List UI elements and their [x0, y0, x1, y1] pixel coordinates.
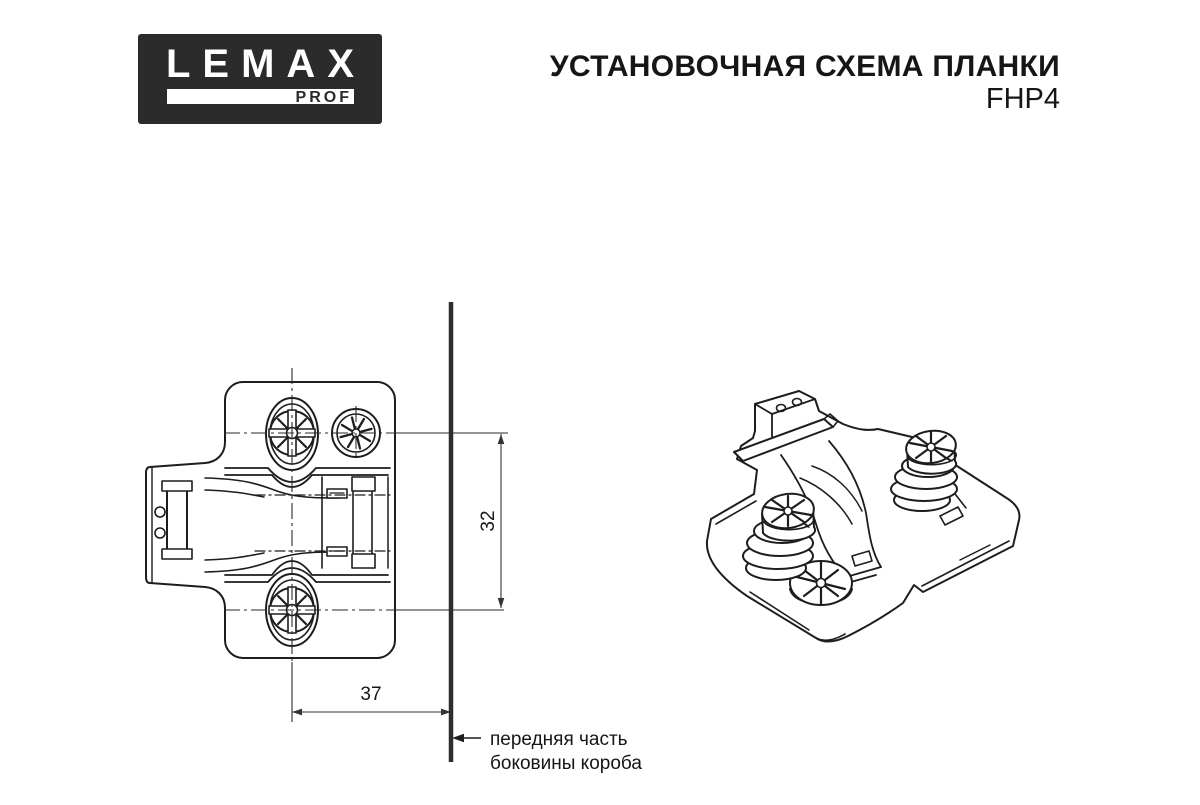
slot-centerlines: [254, 494, 391, 552]
logo-brand-text: LEMAX: [166, 42, 366, 86]
lemax-logo: LEMAX PROF: [138, 34, 382, 124]
logo-prof-bar: PROF: [167, 89, 354, 106]
dimension-32: 32: [478, 434, 505, 608]
front-side-leader: передняя часть боковины короба: [452, 729, 642, 774]
logo-prof-text: PROF: [295, 89, 352, 106]
iso-right-euro-screw: [890, 429, 967, 512]
bracket-plate: [166, 483, 188, 557]
dimension-arrow: [441, 708, 451, 716]
bracket-hole: [154, 506, 166, 518]
left-bracket: [151, 466, 193, 584]
leader-label-line2: боковины короба: [490, 753, 642, 774]
iso-plate-thickness-lines: [715, 500, 1010, 642]
plate-outline: [145, 381, 396, 659]
iso-wing-slot: [939, 506, 964, 526]
leader-label-line1: передняя часть: [490, 729, 628, 750]
iso-channel-clip: [851, 550, 873, 567]
dimension-arrow: [292, 708, 302, 716]
model-label: FHP4: [985, 83, 1060, 115]
dimension-arrow: [497, 434, 505, 444]
arm-fold-lines: [204, 477, 341, 573]
dimension-37: 37: [292, 684, 451, 716]
iso-left-euro-screw: [742, 492, 817, 581]
front-view-drawing: [145, 381, 396, 659]
iso-mount-block: [733, 397, 839, 462]
bracket-hole: [154, 527, 166, 539]
dimension-32-label: 32: [478, 510, 499, 531]
tab-inner-line: [329, 492, 345, 552]
dimension-37-label: 37: [360, 684, 381, 705]
bracket-cap: [161, 548, 193, 560]
iso-block-hole: [775, 403, 787, 413]
page-title: УСТАНОВОЧНАЯ СХЕМА ПЛАНКИ: [549, 50, 1060, 83]
channel-clip: [351, 476, 376, 492]
iso-block-hole: [791, 397, 803, 407]
iso-plate-outline: [705, 390, 1021, 643]
bracket-cap: [161, 480, 193, 492]
title-block: УСТАНОВОЧНАЯ СХЕМА ПЛАНКИ FHP4: [550, 50, 1060, 116]
channel-clip: [351, 553, 376, 569]
leader-arrow: [452, 733, 464, 743]
isometric-view-drawing: [705, 390, 1021, 643]
dimension-arrow: [497, 598, 505, 608]
